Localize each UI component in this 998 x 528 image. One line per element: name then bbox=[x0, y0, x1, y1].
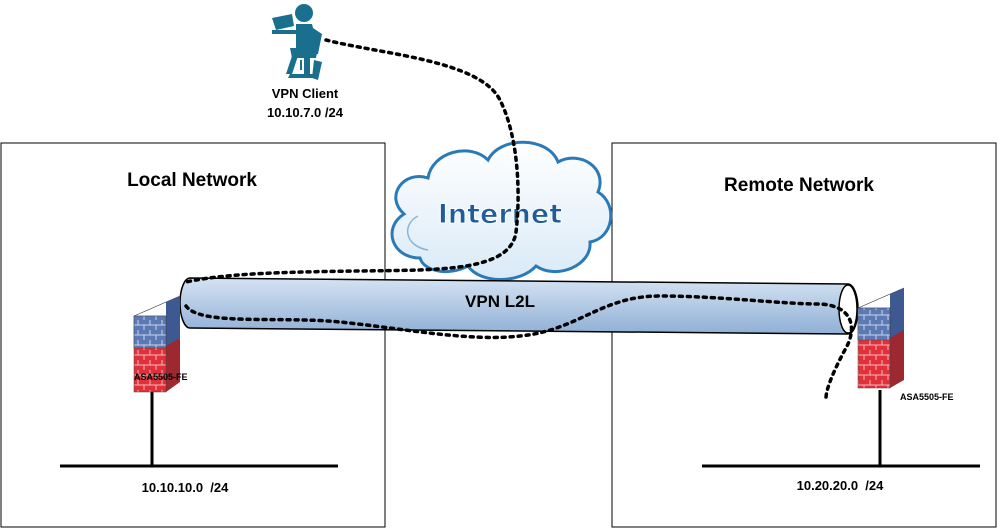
remote-network-box bbox=[611, 142, 997, 528]
person-laptop-icon bbox=[272, 4, 322, 80]
remote-network-title: Remote Network bbox=[724, 175, 874, 196]
local-firewall-label: ASA5505-FE bbox=[134, 372, 188, 382]
remote-firewall-label: ASA5505-FE bbox=[900, 392, 954, 402]
internet-label: Internet bbox=[438, 199, 562, 230]
local-network-title: Local Network bbox=[127, 170, 257, 191]
client-vpn-path bbox=[184, 38, 520, 284]
remote-subnet-label: 10.20.20.0 /24 bbox=[797, 478, 885, 493]
vpn-tunnel-label: VPN L2L bbox=[465, 292, 535, 311]
cloud-icon bbox=[390, 140, 613, 281]
local-network-box bbox=[0, 142, 386, 528]
local-firewall-icon bbox=[133, 295, 181, 393]
remote-firewall-icon bbox=[857, 287, 905, 389]
local-subnet-label: 10.10.10.0 /24 bbox=[142, 480, 230, 495]
vpn-client-subnet: 10.10.7.0 /24 bbox=[267, 105, 344, 120]
vpn-client-label: VPN Client bbox=[272, 86, 339, 101]
vpn-tunnel bbox=[179, 277, 859, 335]
l2l-vpn-path bbox=[184, 294, 854, 400]
